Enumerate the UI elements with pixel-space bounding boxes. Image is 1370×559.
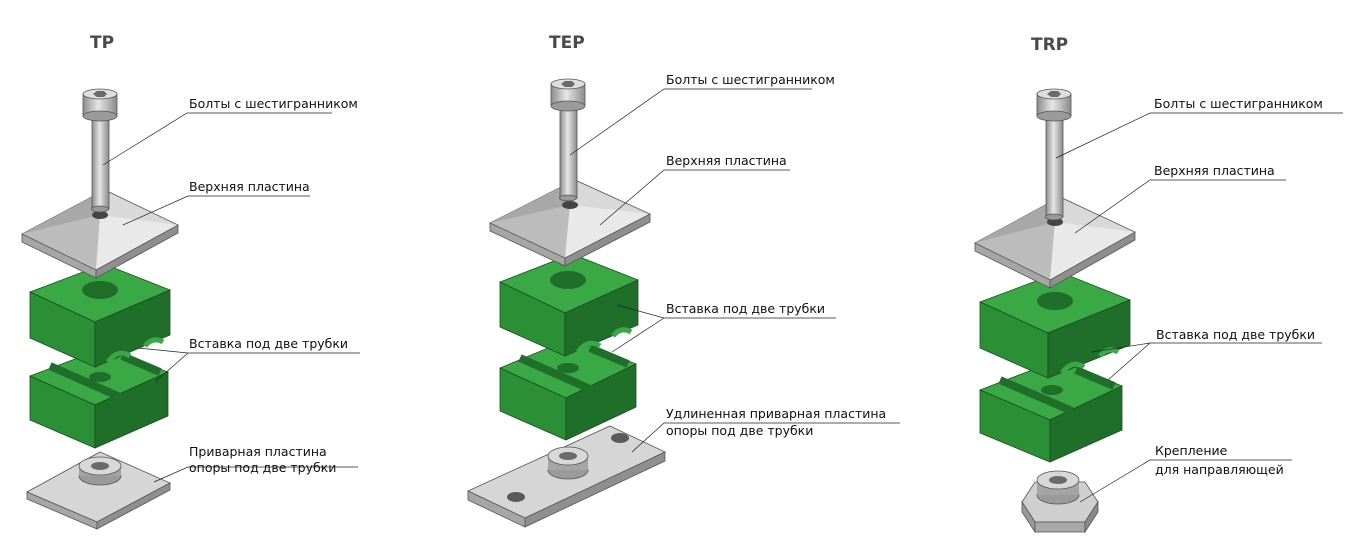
title-trp: TRP <box>1031 35 1069 55</box>
tep-label-insert: Вставка под две трубки <box>666 301 826 316</box>
tp-lower-insert <box>28 347 170 449</box>
tp-label-base-line1: Приварная пластина <box>189 444 327 459</box>
assembly-tp <box>21 88 360 530</box>
trp-label-bolt: Болты с шестигранником <box>1154 96 1323 111</box>
trp-label-base-line2: для направляющей <box>1155 462 1284 477</box>
tep-lower-insert <box>498 337 637 441</box>
trp-label-top-plate: Верхняя пластина <box>1154 163 1275 178</box>
trp-bolt <box>1036 88 1072 221</box>
tep-upper-insert <box>498 253 640 357</box>
tep-label-base-line2: опоры под две трубки <box>666 423 814 438</box>
title-tp: TP <box>90 33 115 53</box>
tep-bolt <box>550 78 586 202</box>
assembly-tep <box>467 78 900 528</box>
trp-lower-insert <box>978 359 1123 463</box>
trp-rail-fastener <box>1021 470 1099 534</box>
tp-top-plate <box>21 189 179 279</box>
trp-label-insert: Вставка под две трубки <box>1156 327 1316 342</box>
title-tep: TEP <box>549 33 585 53</box>
tp-base-plate <box>26 451 171 530</box>
tp-label-base-line2: опоры под две трубки <box>189 460 337 475</box>
tp-upper-insert <box>28 263 172 368</box>
trp-top-plate <box>974 196 1136 289</box>
tp-label-bolt: Болты с шестигранником <box>189 96 358 111</box>
tep-base-plate <box>467 425 666 528</box>
tep-label-base-line1: Удлиненная приварная пластина <box>666 406 887 421</box>
trp-upper-insert <box>978 271 1132 379</box>
tep-label-top-plate: Верхняя пластина <box>666 153 787 168</box>
tep-top-plate <box>489 179 651 267</box>
tep-label-bolt: Болты с шестигранником <box>666 72 835 87</box>
tp-label-insert: Вставка под две трубки <box>189 336 349 351</box>
tp-label-top-plate: Верхняя пластина <box>189 179 310 194</box>
trp-label-base-line1: Крепление <box>1155 443 1228 458</box>
assembly-trp <box>974 88 1343 534</box>
tp-bolt <box>82 88 118 213</box>
